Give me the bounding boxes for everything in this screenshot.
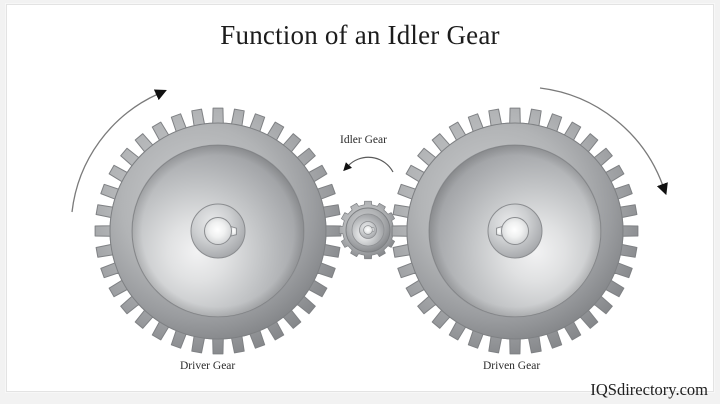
idler-gear [338,200,398,260]
idler-gear-bore [363,225,375,235]
driver-gear-bore [204,217,237,245]
driver-rotation-arrow [71,89,167,213]
driven-gear [391,107,639,355]
driven-gear-bore [496,217,529,245]
idler-gear-label: Idler Gear [340,134,387,146]
driven-rotation-arrow [539,87,668,196]
driver-gear [94,107,342,355]
driver-gear-label: Driver Gear [180,360,236,372]
driven-gear-label: Driven Gear [483,360,541,372]
watermark: IQSdirectory.com [590,380,708,399]
page-title: Function of an Idler Gear [220,20,500,50]
idler-rotation-arrow [343,156,394,173]
